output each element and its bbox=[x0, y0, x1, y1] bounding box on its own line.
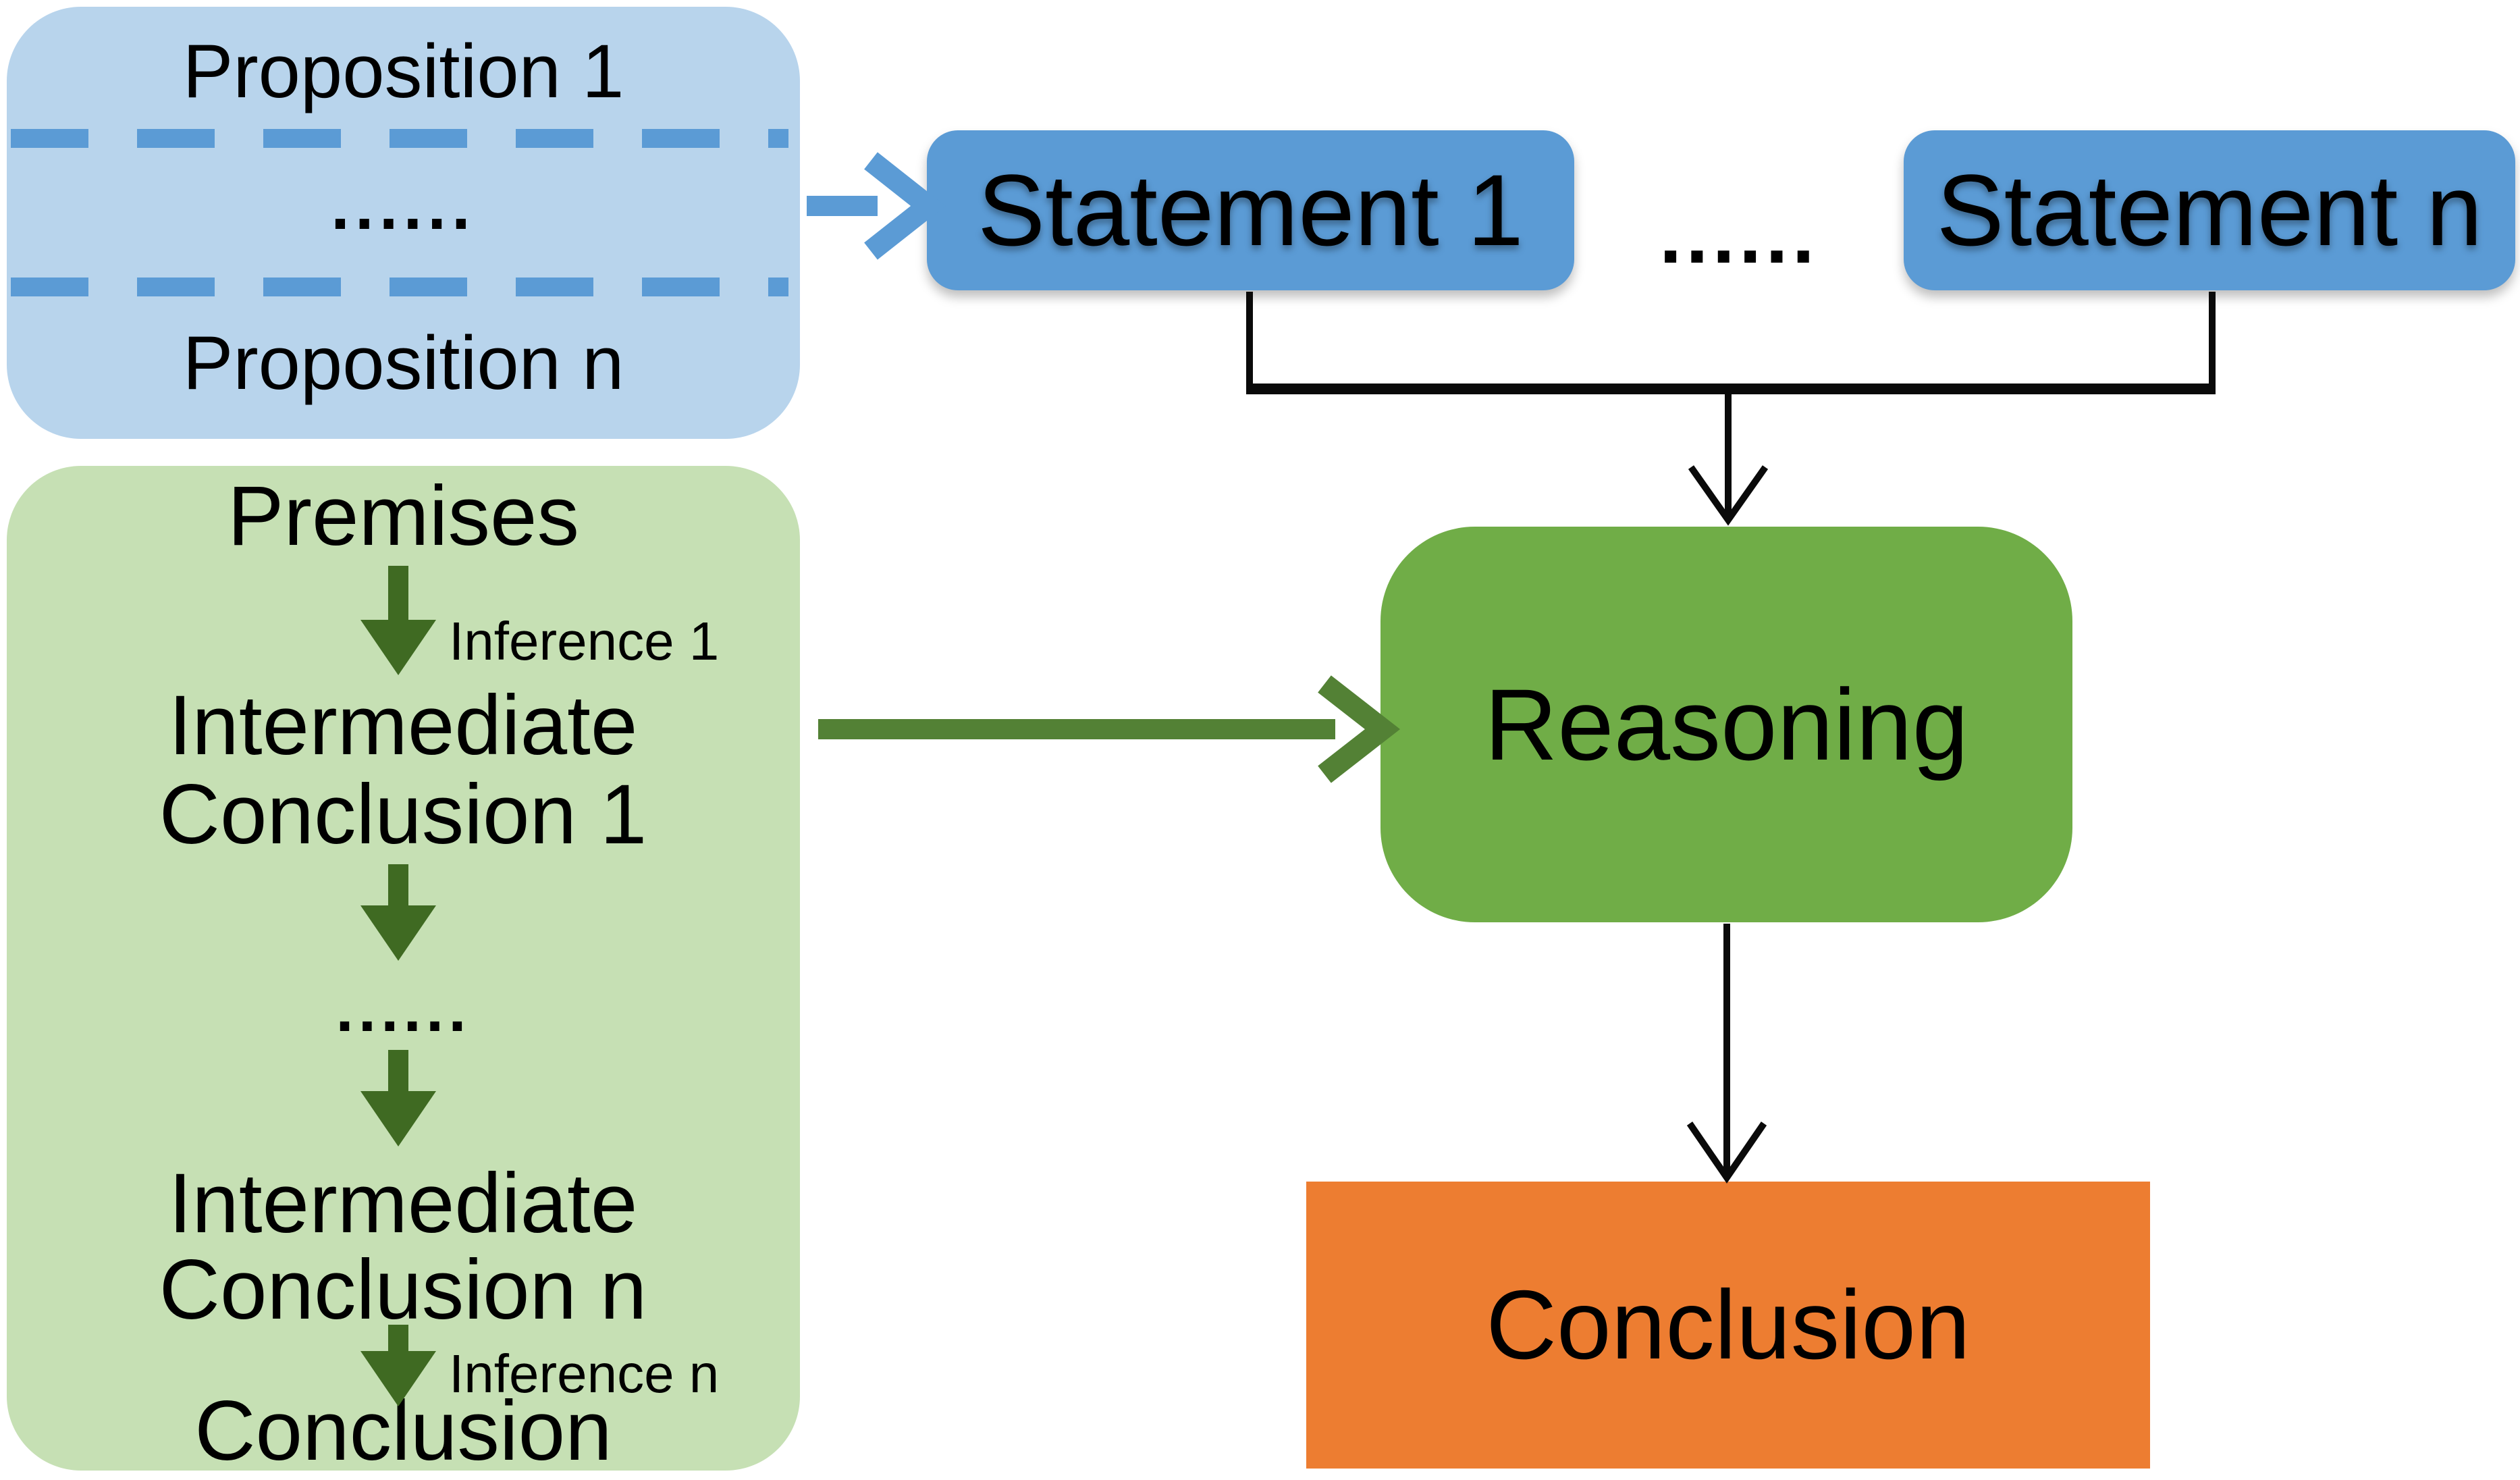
statement-1-label: Statement 1 bbox=[977, 153, 1524, 267]
statements-to-reasoning-connector bbox=[1246, 292, 2216, 526]
propositions-to-statements-arrow bbox=[807, 152, 946, 260]
premises-label: Premises bbox=[227, 469, 579, 563]
derivation-conclusion-label: Conclusion bbox=[194, 1384, 612, 1478]
conclusion-label: Conclusion bbox=[1486, 1270, 1971, 1379]
derivation-to-reasoning-arrow bbox=[818, 675, 1401, 783]
reasoning-label: Reasoning bbox=[1484, 667, 1969, 781]
inference-1-label: Inference 1 bbox=[449, 611, 720, 671]
statements-ellipsis: ...... bbox=[1659, 190, 1819, 280]
statement-n-label: Statement n bbox=[1936, 153, 2483, 267]
statement-n-box: Statement n bbox=[1904, 130, 2515, 290]
propositions-box: Proposition 1 ...... Proposition n bbox=[7, 7, 800, 439]
intermediate-conclusion-n-label: Intermediate Conclusion n bbox=[159, 1157, 647, 1337]
proposition-1-label: Proposition 1 bbox=[182, 29, 624, 113]
statement-1-box: Statement 1 bbox=[927, 130, 1574, 290]
propositions-ellipsis: ...... bbox=[331, 168, 476, 244]
reasoning-to-conclusion-arrow bbox=[1686, 924, 1767, 1184]
reasoning-box: Reasoning bbox=[1380, 527, 2072, 922]
conclusion-box: Conclusion bbox=[1306, 1182, 2150, 1469]
proposition-n-label: Proposition n bbox=[182, 321, 624, 405]
intermediate-conclusion-1-label: Intermediate Conclusion 1 bbox=[159, 679, 647, 862]
statements-to-reasoning-arrowhead bbox=[1688, 465, 1769, 526]
derivation-box: Premises Inference 1 Intermediate Conclu… bbox=[7, 466, 800, 1478]
derivation-ellipsis: ...... bbox=[336, 974, 471, 1045]
inference-n-label: Inference n bbox=[449, 1344, 720, 1404]
